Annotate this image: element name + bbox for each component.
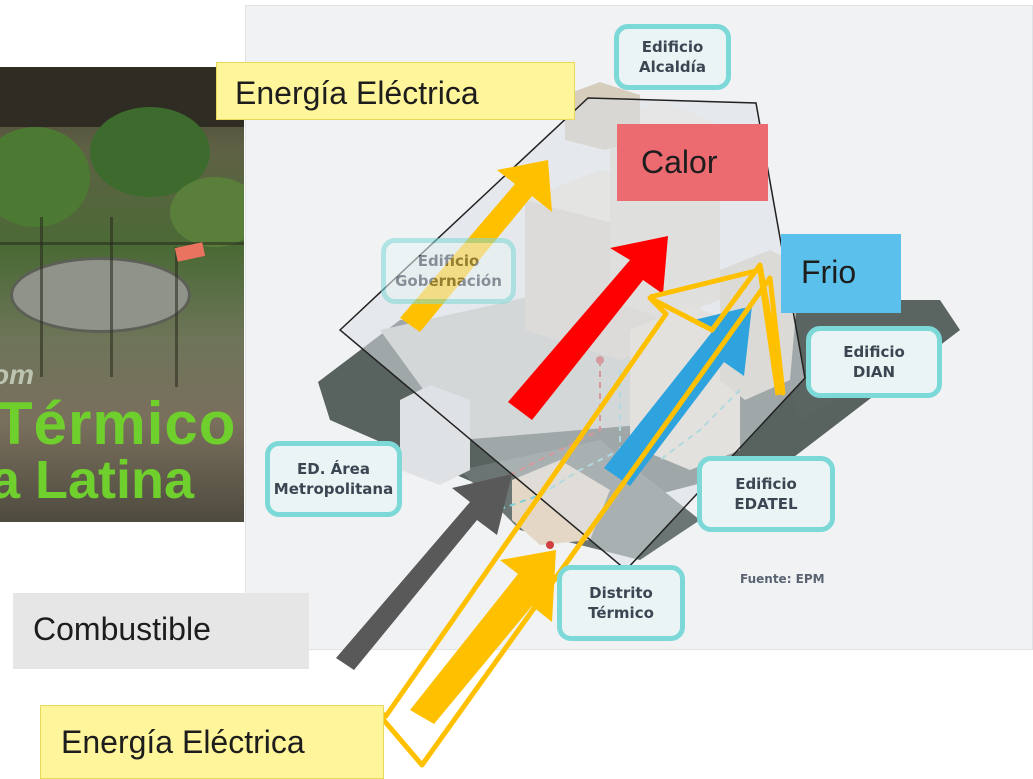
label-line2: Alcaldía [639,58,706,76]
label-energia-electrica-bottom: Energía Eléctrica [40,705,384,779]
label-line2: Gobernación [395,272,502,290]
label-line1: ED. Área [297,460,370,478]
energia-outline-path-top [649,266,781,396]
label-line2: Metropolitana [273,480,394,498]
label-edificio-edatel: Edificio EDATEL [697,456,835,532]
source-note: Fuente: EPM [740,572,825,586]
pergola-beam [0,242,244,245]
label-edificio-gobernacion: Edificio Gobernación [381,238,516,304]
label-calor: Calor [617,124,768,201]
label-line2: EDATEL [734,495,798,513]
photo-caption-line3: a Latina [0,450,195,510]
district-photo: om Térmico a Latina [0,67,244,522]
combustible-arrow [336,474,512,670]
tree-canopy [170,177,244,247]
label-edificio-alcaldia: Edificio Alcaldía [614,24,731,90]
pergola-post [175,247,178,387]
pergola-post [40,217,43,377]
label-line2: Térmico [588,604,654,622]
label-line1: Edificio [843,343,905,361]
tree-canopy [0,127,90,227]
photo-caption-line2: Térmico [0,390,237,457]
energia-arrow-bottom [410,550,556,724]
label-line1: Edificio [417,252,480,270]
pipe-node [546,541,554,549]
label-line2: DIAN [852,363,896,381]
label-line1: Edificio [641,38,704,56]
label-distrito-termico: Distrito Térmico [557,565,685,641]
pergola-post [110,217,113,377]
label-line1: Distrito [589,584,653,602]
photo-caption-line1: om [0,359,34,390]
label-combustible: Combustible [13,593,309,669]
energia-outline-path [372,262,786,768]
label-ed-area-metropolitana: ED. Área Metropolitana [265,441,402,517]
label-frio: Frio [781,234,901,313]
label-edificio-dian: Edificio DIAN [806,326,942,398]
calor-arrow [508,236,668,420]
label-energia-electrica-top: Energía Eléctrica [216,62,575,120]
label-line1: Edificio [735,475,797,493]
